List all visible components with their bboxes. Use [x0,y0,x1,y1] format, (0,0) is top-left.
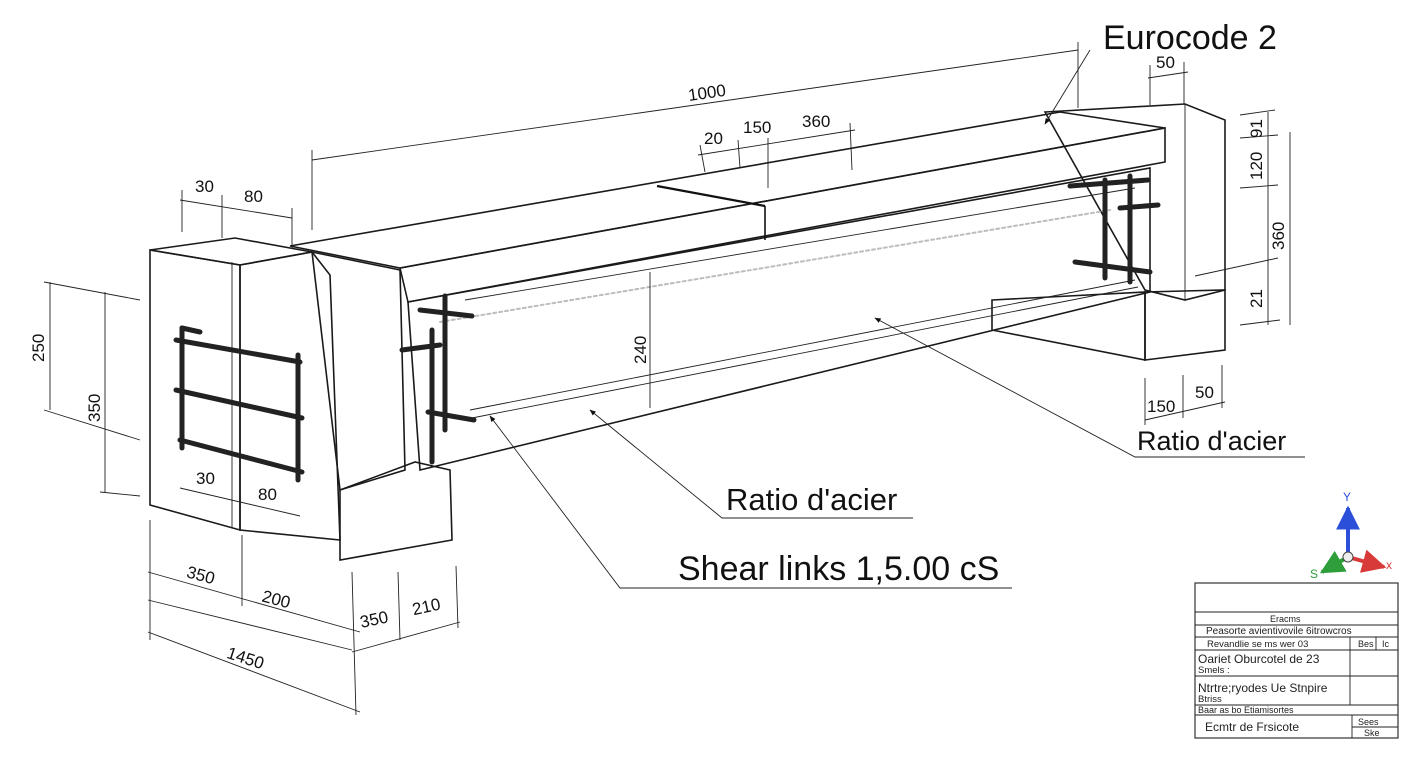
tb-row-4b: Smels : [1198,665,1230,676]
dim-50-right: 50 [1195,383,1214,402]
tb-row-1: Eracms [1270,614,1301,624]
dim-210: 210 [410,595,442,619]
dim-350-b2: 350 [358,607,390,631]
tb-row-3a: Revandlie se ms wer 03 [1207,639,1308,650]
dim-80: 80 [244,187,263,206]
dim-350-left: 350 [85,394,104,422]
dim-360-top: 360 [802,112,830,131]
tb-row-7c: Ske [1364,728,1380,738]
tb-row-4a: Oariet Oburcotel de 23 [1198,652,1320,666]
dim-20: 20 [704,129,723,148]
page-title: Eurocode 2 [1103,19,1277,57]
right-support [991,103,1226,361]
main-beam [289,111,1166,472]
dim-120: 120 [1247,152,1266,180]
axis-y-label: Y [1343,490,1351,504]
callout-ratio-center: Ratio d'acier [726,482,897,517]
dim-350-bottom: 350 [185,562,217,588]
left-reinforcement-cage [173,293,477,483]
tb-row-7a: Ecmtr de Frsicote [1205,720,1299,734]
dim-360-right: 360 [1269,222,1288,250]
tb-row-5b: Btriss [1198,694,1222,705]
title-block: Eracms Peasorte avientivovile 6itrowcros… [1194,582,1399,739]
dim-150-top: 150 [743,118,771,137]
callouts: Eurocode 2 Ratio d'acier Ratio d'acier S… [678,19,1286,588]
callout-ratio-right: Ratio d'acier [1137,426,1286,456]
tb-row-5a: Ntrtre;ryodes Ue Stnpire [1198,681,1328,695]
dim-80-inner: 80 [258,485,277,504]
callout-shear-links: Shear links 1,5.00 cS [678,550,999,588]
dim-200: 200 [260,587,292,613]
dim-21: 21 [1247,289,1266,308]
dimension-lines [43,42,1291,716]
leader-lines [489,49,1305,589]
left-support [149,237,453,561]
dimension-text: 1000 50 91 120 360 21 150 50 20 150 360 … [29,53,1288,673]
dim-250: 250 [29,334,48,362]
tb-row-2: Peasorte avientivovile 6itrowcros [1206,626,1352,637]
dim-240: 240 [631,336,650,364]
tb-row-3b: Bes [1358,639,1374,649]
dim-30: 30 [195,177,214,196]
axis-s-label: S [1310,567,1318,581]
dim-50-top: 50 [1156,53,1175,72]
dim-150-right: 150 [1147,397,1175,416]
tb-row-3c: Ic [1382,639,1390,649]
axis-triad: Y S x [1310,490,1392,581]
right-reinforcement-cage [1067,173,1161,285]
dim-30-inner: 30 [196,469,215,488]
dim-91: 91 [1247,119,1266,138]
tb-row-6: Baar as bo Etiamisortes [1198,705,1294,715]
axis-x-label: x [1386,558,1392,572]
tb-row-7b: Sees [1358,717,1379,727]
